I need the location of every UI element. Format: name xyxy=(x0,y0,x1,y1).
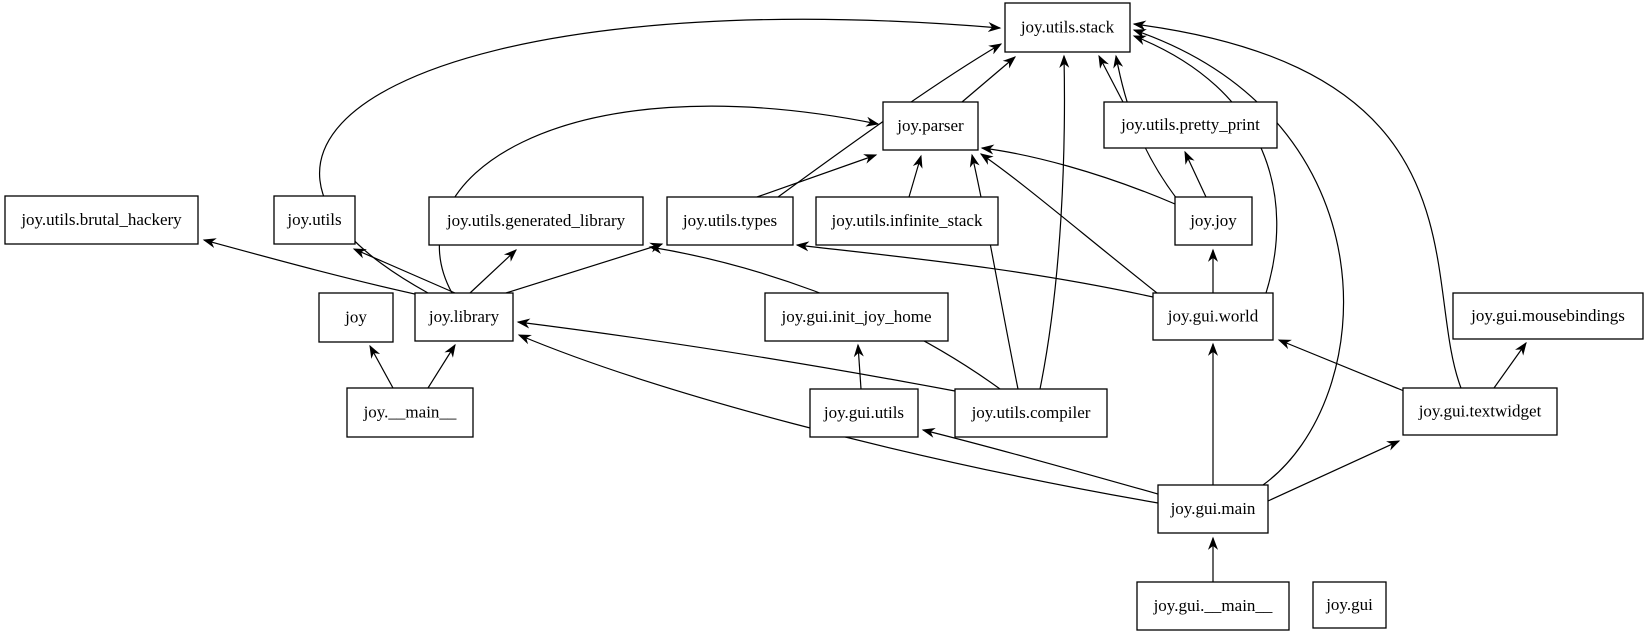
edge-joy-main-to-joy-library xyxy=(427,343,456,389)
edge-joy-utils-compiler-to-joy-utils-stack xyxy=(1039,54,1070,390)
node-joy-gui-init-joy-home: joy.gui.init_joy_home xyxy=(764,292,949,342)
node-label-joy-utils-generated-library: joy.utils.generated_library xyxy=(446,211,626,230)
node-joy-utils: joy.utils xyxy=(273,195,356,245)
node-joy-utils-compiler: joy.utils.compiler xyxy=(954,388,1108,438)
node-box-joy-gui-main xyxy=(1157,484,1269,534)
node-joy-utils-stack: joy.utils.stack xyxy=(1004,2,1131,53)
node-box-joy-utils-pretty-print xyxy=(1103,101,1278,149)
node-label-joy-utils-brutal-hackery: joy.utils.brutal_hackery xyxy=(20,210,182,229)
node-label-joy-parser: joy.parser xyxy=(896,116,964,135)
node-joy-gui-mousebindings: joy.gui.mousebindings xyxy=(1452,292,1644,340)
node-box-joy-utils-infinite-stack xyxy=(815,196,999,246)
node-label-joy-gui-init-joy-home: joy.gui.init_joy_home xyxy=(780,307,931,326)
node-joy-utils-pretty-print: joy.utils.pretty_print xyxy=(1103,101,1278,149)
node-joy-joy: joy.joy xyxy=(1174,196,1253,246)
edge-joy-utils-pretty-print-to-joy-utils-stack xyxy=(1098,54,1124,103)
node-box-joy-gui-textwidget xyxy=(1402,387,1558,436)
node-box-joy-utils-compiler xyxy=(954,388,1108,438)
edge-joy-gui-textwidget-to-joy-gui-world xyxy=(1277,339,1405,392)
node-box-joy-gui-init-joy-home xyxy=(764,292,949,342)
node-joy-gui-textwidget: joy.gui.textwidget xyxy=(1402,387,1558,436)
node-joy-gui-utils: joy.gui.utils xyxy=(809,388,919,438)
node-joy-utils-generated-library: joy.utils.generated_library xyxy=(428,196,644,246)
edge-joy-gui-world-to-joy-utils-types xyxy=(795,241,1154,298)
node-box-joy-utils xyxy=(273,195,356,245)
edge-joy-gui-world-to-joy-parser xyxy=(979,153,1158,294)
edge-joy-gui-world-to-joy-utils-stack xyxy=(1132,35,1278,294)
node-label-joy: joy xyxy=(344,307,367,326)
node-box-joy-gui-main-main xyxy=(1136,581,1290,631)
node-label-joy-gui-utils: joy.gui.utils xyxy=(823,403,904,422)
edge-joy-joy-to-joy-parser xyxy=(980,144,1176,205)
edge-joy-utils-compiler-to-joy-parser xyxy=(969,153,1019,390)
node-joy-library: joy.library xyxy=(414,292,514,342)
node-box-joy-utils-types xyxy=(666,196,794,246)
node-joy-gui-main: joy.gui.main xyxy=(1157,484,1269,534)
node-box-joy-gui-utils xyxy=(809,388,919,438)
node-label-joy-gui-textwidget: joy.gui.textwidget xyxy=(1418,401,1542,420)
node-label-joy-joy: joy.joy xyxy=(1189,211,1237,230)
edge-joy-joy-to-joy-utils-pretty-print xyxy=(1184,150,1207,198)
node-label-joy-gui-main: joy.gui.main xyxy=(1170,499,1256,518)
node-joy-utils-brutal-hackery: joy.utils.brutal_hackery xyxy=(4,195,199,245)
edge-joy-library-to-joy-utils-types xyxy=(505,242,664,294)
edge-joy-gui-main-to-joy-gui-textwidget xyxy=(1267,440,1401,502)
node-joy-gui: joy.gui xyxy=(1312,581,1387,629)
node-label-joy-utils-types: joy.utils.types xyxy=(682,211,777,230)
node-label-joy-utils: joy.utils xyxy=(286,210,341,229)
edge-joy-gui-main-to-joy-utils-stack xyxy=(1132,29,1345,486)
node-box-joy-gui-world xyxy=(1152,292,1274,341)
node-label-joy-gui-world: joy.gui.world xyxy=(1167,306,1259,325)
node-box-joy-parser xyxy=(882,101,979,151)
node-box-joy-joy xyxy=(1174,196,1253,246)
edge-joy-utils-infinite-stack-to-joy-parser xyxy=(908,154,923,198)
node-label-joy-gui: joy.gui xyxy=(1325,595,1373,614)
node-joy-gui-world: joy.gui.world xyxy=(1152,292,1274,341)
edge-joy-library-to-joy-utils-brutal-hackery xyxy=(202,238,425,297)
node-box-joy-utils-stack xyxy=(1004,2,1131,53)
node-box-joy xyxy=(318,292,394,343)
edge-joy-library-to-joy-utils-generated-library xyxy=(469,249,517,294)
node-joy-utils-infinite-stack: joy.utils.infinite_stack xyxy=(815,196,999,246)
edge-joy-gui-main-to-joy-gui-utils xyxy=(921,428,1159,495)
edge-joy-gui-main-to-joy-library xyxy=(517,334,1159,504)
node-label-joy-utils-pretty-print: joy.utils.pretty_print xyxy=(1120,115,1260,134)
node-joy-utils-types: joy.utils.types xyxy=(666,196,794,246)
node-label-joy-utils-compiler: joy.utils.compiler xyxy=(971,403,1091,422)
node-box-joy-utils-generated-library xyxy=(428,196,644,246)
nodes-layer: joy.utils.stack joy.parser joy.utils.prett… xyxy=(4,2,1644,631)
node-label-joy-gui-mousebindings: joy.gui.mousebindings xyxy=(1470,306,1625,325)
edge-joy-parser-to-joy-utils-stack xyxy=(961,56,1017,103)
node-label-joy-main: joy.__main__ xyxy=(363,402,457,421)
edge-joy-library-to-joy-utils-stack xyxy=(319,18,1002,294)
edge-joy-gui-textwidget-to-joy-gui-mousebindings xyxy=(1493,341,1527,389)
edge-joy-utils-compiler-to-joy-library xyxy=(516,318,956,392)
node-box-joy-gui xyxy=(1312,581,1387,629)
edge-joy-utils-compiler-to-joy-utils-generated-library xyxy=(648,243,1001,390)
node-label-joy-utils-infinite-stack: joy.utils.infinite_stack xyxy=(831,211,983,230)
edge-joy-main-to-joy xyxy=(369,344,394,389)
edge-joy-gui-textwidget-to-joy-utils-stack xyxy=(1132,20,1462,389)
node-box-joy-utils-brutal-hackery xyxy=(4,195,199,245)
edge-joy-utils-types-to-joy-parser xyxy=(756,154,878,198)
node-label-joy-utils-stack: joy.utils.stack xyxy=(1020,17,1115,36)
node-label-joy-gui-main-main: joy.gui.__main__ xyxy=(1153,596,1273,615)
node-box-joy-gui-mousebindings xyxy=(1452,292,1644,340)
edge-joy-gui-utils-to-joy-gui-init-joy-home xyxy=(853,343,864,390)
node-joy-main: joy.__main__ xyxy=(346,387,474,438)
node-joy-parser: joy.parser xyxy=(882,101,979,151)
node-joy: joy xyxy=(318,292,394,343)
node-box-joy-main xyxy=(346,387,474,438)
node-box-joy-library xyxy=(414,292,514,342)
node-joy-gui-main-main: joy.gui.__main__ xyxy=(1136,581,1290,631)
node-label-joy-library: joy.library xyxy=(428,307,500,326)
